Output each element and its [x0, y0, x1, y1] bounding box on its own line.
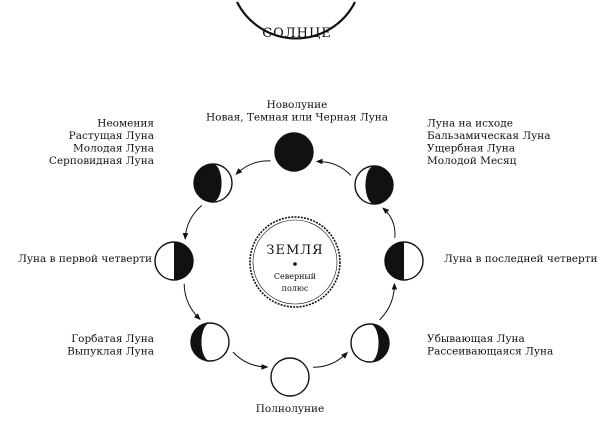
phase-label-waxing-crescent-line3: Молодая Луна: [73, 142, 154, 154]
earth: ЗЕМЛЯ Северный полюс: [249, 216, 341, 308]
north-pole-label-line2: полюс: [282, 284, 309, 293]
phase-label-waxing-crescent-line2: Растущая Луна: [69, 130, 154, 142]
phase-label-waning-crescent-line4: Молодой Месяц: [427, 155, 517, 167]
phase-label-last-quarter-line1: Луна в последней четверти: [444, 253, 598, 265]
earth-circle: [249, 216, 341, 308]
phase-label-waxing-crescent-line1: Неомения: [97, 117, 154, 129]
phase-label-waning-gibbous-line2: Рассеивающаяся Луна: [427, 345, 553, 357]
orbit-arrows: [182, 158, 398, 370]
north-pole-label-line1: Северный: [274, 272, 316, 281]
moon-disc: [270, 357, 310, 397]
orbit-arrow-waxing-gibbous: [232, 351, 269, 370]
phase-label-new-line2: Новая, Темная или Черная Луна: [206, 112, 388, 124]
sun-label: СОЛНЦЕ: [262, 26, 332, 41]
earth-inner-ring: [252, 219, 338, 305]
orbit-arrow-last-quarter: [382, 207, 396, 238]
phase-label-waning-crescent-line1: Луна на исходе: [427, 117, 513, 129]
orbit-arrow-waning-gibbous: [379, 282, 398, 321]
moon-last-quarter: Луна в последней четверти: [384, 241, 598, 281]
orbit-arrow-full: [313, 351, 348, 368]
orbit-arrow-new: [235, 160, 271, 176]
phase-label-waning-gibbous-line1: Убывающая Луна: [427, 333, 525, 345]
phase-label-first-quarter-line1: Луна в первой четверти: [18, 253, 152, 265]
phase-label-waxing-gibbous-line1: Горбатая Луна: [71, 333, 154, 345]
orbit-arrow-waning-crescent: [315, 158, 352, 176]
orbit-arrow-waxing-crescent: [182, 204, 203, 241]
phase-label-waxing-crescent-line4: Серповидная Луна: [49, 155, 154, 167]
moon-first-quarter: Луна в первой четверти: [18, 241, 194, 281]
moon-shadow: [365, 166, 393, 204]
moon-shadow: [191, 323, 210, 361]
phase-label-waning-crescent-line3: Ущербная Луна: [427, 142, 515, 154]
orbit-arrow-first-quarter: [183, 283, 201, 321]
sun: СОЛНЦЕ: [236, 1, 356, 41]
phase-label-new-line1: Новолуние: [267, 99, 328, 111]
moon-shadow: [370, 324, 389, 362]
moon-shadow: [385, 242, 404, 280]
earth-label: ЗЕМЛЯ: [266, 243, 323, 258]
phase-label-waxing-gibbous-line2: Выпуклая Луна: [67, 345, 154, 357]
phase-label-waning-crescent-line2: Бальзамическая Луна: [427, 130, 551, 142]
moon-full: Полнолуние: [256, 357, 325, 415]
phase-label-full-line1: Полнолуние: [256, 403, 325, 415]
sun-arc: [236, 1, 356, 40]
moon-shadow: [275, 133, 313, 171]
moon-shadow: [174, 242, 193, 280]
north-pole-dot: [293, 262, 297, 266]
moon-shadow: [194, 164, 222, 203]
